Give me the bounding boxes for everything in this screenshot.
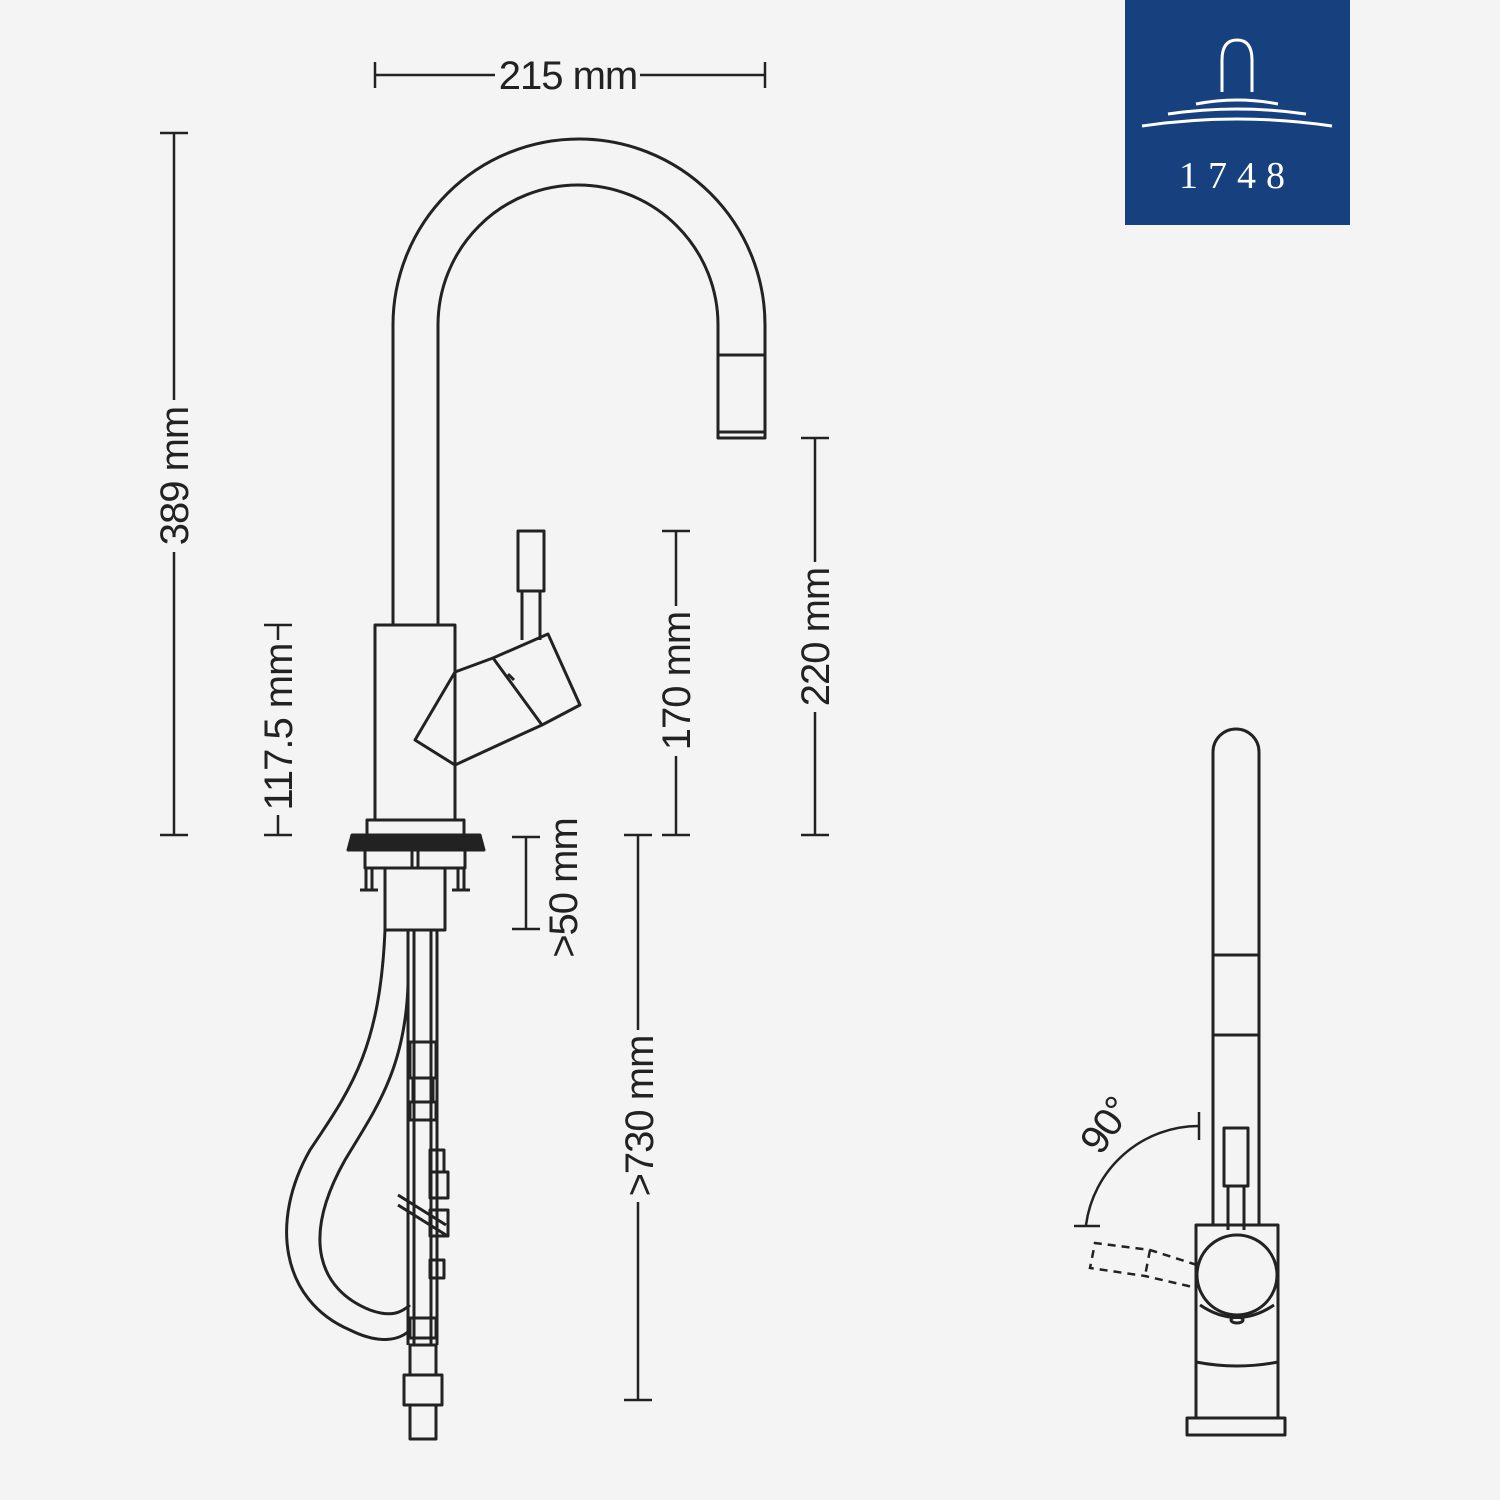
front-base: [1185, 1416, 1287, 1437]
dim-height-spout: 220 mm: [794, 568, 838, 707]
base-gasket: [346, 833, 486, 852]
dim-height-total: 389 mm: [153, 407, 197, 546]
dim-lever-angle: 90°: [1072, 1089, 1141, 1161]
lever-rotation-indicator: [1074, 1112, 1201, 1290]
pull-out-hose: [285, 929, 412, 1341]
brand-logo: 1748: [1125, 0, 1350, 225]
dim-height-base: 117.5 mm: [257, 644, 301, 811]
faucet-front-view: [1185, 727, 1287, 1437]
dim-height-lever: 170 mm: [655, 612, 699, 751]
dim-depth-min: >50 mm: [542, 818, 586, 958]
mounting-shank: [383, 866, 447, 932]
lever-rod-top: [516, 529, 546, 593]
dim-width-top: 215 mm: [499, 54, 638, 98]
front-lever-rod: [1222, 1126, 1250, 1188]
logo-number: 1748: [1179, 155, 1295, 197]
angle-arc: [1084, 1124, 1200, 1226]
faucet-side-view: [285, 137, 767, 1441]
base-flange: [365, 818, 466, 837]
front-spout: [1211, 727, 1261, 1225]
faucet-arc-logo-icon: [1141, 38, 1333, 128]
gooseneck-spout: [391, 137, 767, 625]
dimension-lines: [160, 62, 829, 1402]
faucet-body: [373, 623, 457, 820]
dimension-labels: 215 mm 389 mm 117.5 mm 170 mm 220 mm >50…: [153, 54, 838, 1196]
front-lever-hub: [1195, 1233, 1279, 1317]
lever-handle: [413, 632, 582, 767]
dim-hose-min: >730 mm: [618, 1036, 662, 1197]
